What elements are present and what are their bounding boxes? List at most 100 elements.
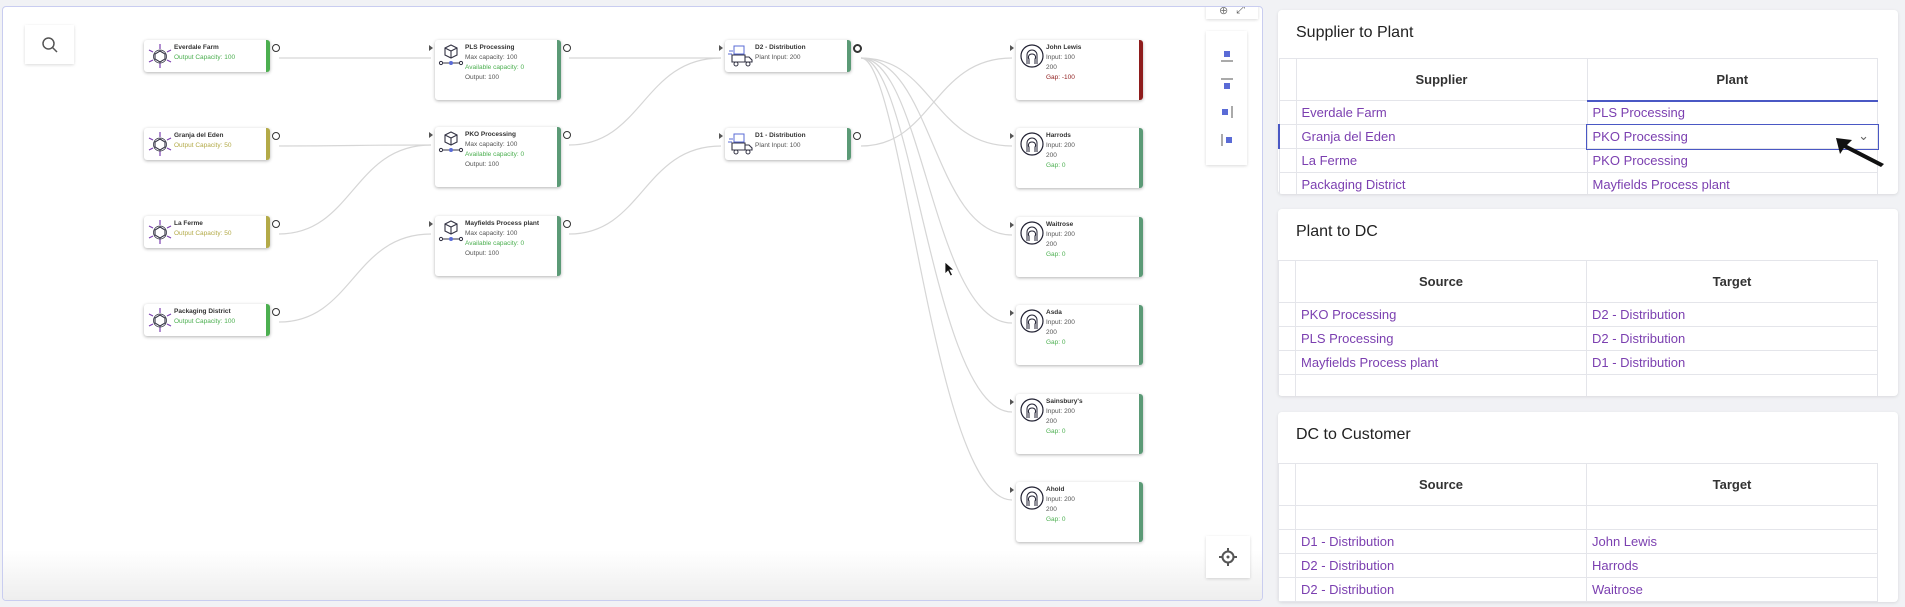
cell[interactable] (1586, 505, 1878, 530)
header-source[interactable]: Source (1295, 463, 1587, 506)
align-left-icon[interactable] (1220, 133, 1234, 147)
align-right-icon[interactable] (1220, 105, 1234, 119)
cell[interactable]: D2 - Distribution (1295, 553, 1587, 578)
cell[interactable]: D2 - Distribution (1586, 302, 1878, 327)
customer-icon (1019, 485, 1045, 511)
cell[interactable] (1295, 505, 1587, 530)
cell[interactable]: D2 - Distribution (1295, 577, 1587, 602)
output-port[interactable] (853, 132, 861, 140)
cell[interactable]: D2 - Distribution (1586, 326, 1878, 351)
node-name: PLS Processing (465, 44, 515, 51)
output-port[interactable] (563, 44, 571, 52)
cell[interactable]: PKO Processing (1586, 148, 1878, 173)
align-bottom-icon[interactable] (1220, 49, 1234, 63)
node-name: Sainsbury's (1046, 398, 1083, 405)
status-bar (1139, 305, 1143, 365)
node-name: Packaging District (174, 308, 231, 315)
cell[interactable]: Harrods (1586, 553, 1878, 578)
header-plant[interactable]: Plant (1586, 58, 1878, 102)
cell[interactable]: D1 - Distribution (1586, 350, 1878, 375)
status-bar (1139, 217, 1143, 277)
node-max: Max capacity: 100 (465, 141, 518, 148)
chevron-down-icon[interactable]: ⌄ (1858, 128, 1869, 143)
output-port[interactable] (563, 220, 571, 228)
cell[interactable]: PLS Processing (1586, 100, 1878, 125)
cell[interactable]: PLS Processing (1295, 326, 1587, 351)
output-port[interactable] (272, 132, 280, 140)
cell[interactable]: Everdale Farm (1295, 100, 1588, 125)
header-source[interactable]: Source (1295, 260, 1587, 303)
cell[interactable]: La Ferme (1295, 148, 1588, 173)
status-bar (847, 128, 851, 160)
cell[interactable]: Waitrose (1586, 577, 1878, 602)
output-port[interactable] (272, 44, 280, 52)
recenter-button[interactable] (1206, 536, 1250, 578)
cell[interactable]: John Lewis (1586, 529, 1878, 554)
node-input: Input: 100 (1046, 54, 1075, 61)
status-bar (266, 40, 270, 72)
node-input: Input: 200 (1046, 142, 1075, 149)
align-top-icon[interactable] (1220, 77, 1234, 91)
plant-icon (438, 43, 464, 69)
cell[interactable]: Packaging District (1295, 172, 1588, 194)
cell[interactable]: D1 - Distribution (1295, 529, 1587, 554)
edge (278, 144, 432, 147)
node-gap: Gap: 0 (1046, 428, 1066, 435)
output-port[interactable] (272, 220, 280, 228)
node-name: La Ferme (174, 220, 203, 227)
cell[interactable]: Granja del Eden (1295, 124, 1588, 149)
status-bar (266, 304, 270, 336)
input-port-arrow (719, 133, 723, 139)
plant-dropdown[interactable]: PKO Processing⌄ (1586, 123, 1879, 150)
cell[interactable]: Mayfields Process plant (1295, 350, 1587, 375)
output-port[interactable] (853, 44, 862, 53)
header-target[interactable]: Target (1586, 260, 1878, 303)
status-bar (557, 216, 561, 276)
output-port[interactable] (563, 131, 571, 139)
cell[interactable] (1295, 374, 1587, 396)
edge (860, 57, 1013, 147)
status-bar (557, 40, 561, 100)
panel-title: Plant to DC (1296, 223, 1378, 240)
header-supplier[interactable]: Supplier (1295, 58, 1588, 101)
edge (278, 233, 432, 323)
node-demand: 200 (1046, 418, 1057, 425)
node-max: Max capacity: 100 (465, 230, 518, 237)
search-button[interactable] (25, 25, 74, 64)
cell[interactable] (1586, 374, 1878, 396)
supplier-icon (147, 307, 173, 333)
input-port-arrow (429, 45, 433, 51)
header-target[interactable]: Target (1586, 463, 1878, 506)
output-port[interactable] (272, 308, 280, 316)
cell[interactable]: Mayfields Process plant (1586, 172, 1878, 194)
add-comment-icon[interactable]: ⊕ (1218, 6, 1229, 17)
input-port-arrow (1010, 487, 1014, 493)
node-name: Waitrose (1046, 221, 1074, 228)
cell[interactable]: PKO Processing (1295, 302, 1587, 327)
node-demand: 200 (1046, 152, 1057, 159)
node-gap: Gap: 0 (1046, 251, 1066, 258)
expand-icon[interactable]: ⤢ (1236, 6, 1246, 16)
